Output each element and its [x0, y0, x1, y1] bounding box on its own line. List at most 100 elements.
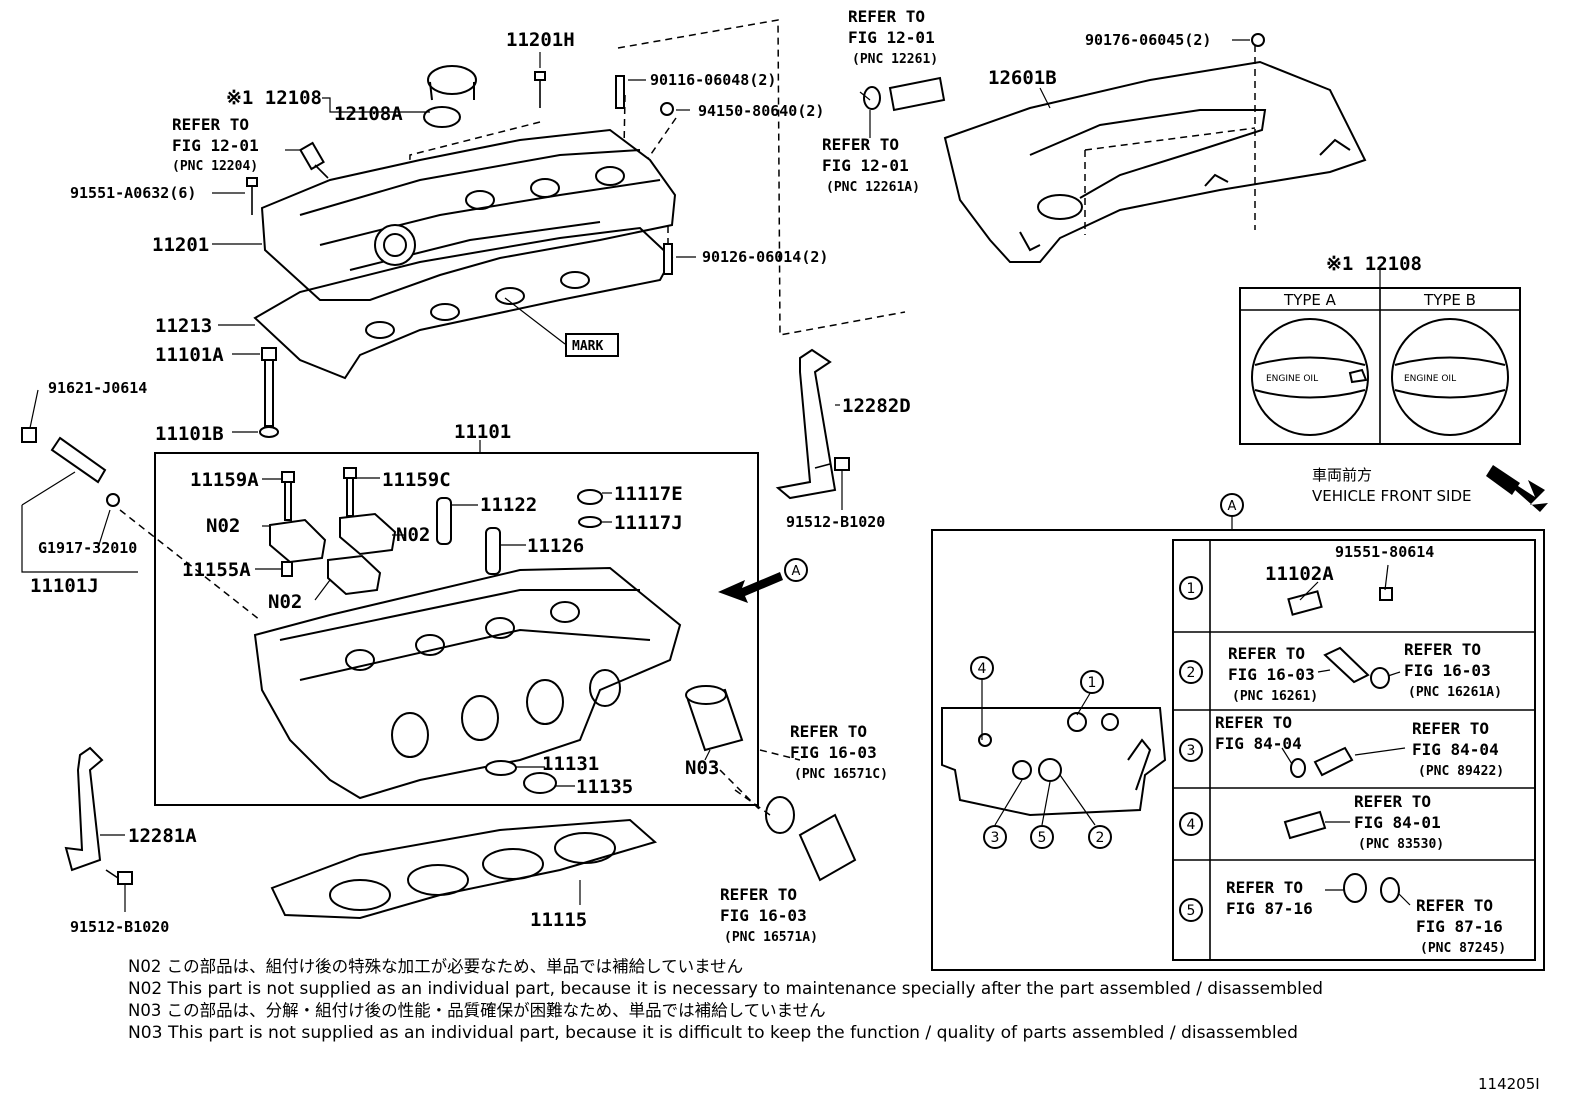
detail-r2-l1[interactable]: REFER TO [1228, 644, 1305, 663]
label-90116[interactable]: 90116-06048(2) [650, 71, 776, 89]
detail-r5-l1[interactable]: REFER TO [1226, 878, 1303, 897]
sensor-12204[interactable] [299, 141, 329, 179]
washer-11101B[interactable] [259, 426, 279, 438]
hose-16261[interactable] [1323, 646, 1390, 689]
ref-12261-l1[interactable]: REFER TO [848, 7, 925, 26]
detail-r5-r1[interactable]: REFER TO [1416, 896, 1493, 915]
head-bolt-11101A[interactable] [261, 347, 277, 427]
label-11213[interactable]: 11213 [155, 315, 212, 337]
detail-r4-r2[interactable]: FIG 84-01 [1354, 813, 1441, 832]
detail-r4-r1[interactable]: REFER TO [1354, 792, 1431, 811]
label-11117E[interactable]: 11117E [614, 483, 683, 505]
sensor-83530[interactable] [1283, 810, 1327, 840]
nut-90176[interactable] [1251, 33, 1265, 47]
label-12601B[interactable]: 12601B [988, 67, 1057, 89]
detail-r3-r1[interactable]: REFER TO [1412, 719, 1489, 738]
detail-r2-r1[interactable]: REFER TO [1404, 640, 1481, 659]
label-11101[interactable]: 11101 [454, 421, 511, 443]
label-11159C[interactable]: 11159C [382, 469, 451, 491]
detail-r3-r3: (PNC 89422) [1418, 764, 1504, 779]
stud-90116[interactable] [615, 75, 625, 109]
head-cover-gasket[interactable] [253, 226, 674, 380]
cylinder-head[interactable] [253, 566, 682, 800]
detail-r5-r2[interactable]: FIG 87-16 [1416, 917, 1503, 936]
ref-16571C-l1[interactable]: REFER TO [790, 722, 867, 741]
label-91621[interactable]: 91621-J0614 [48, 379, 147, 397]
engine-hanger-12282D[interactable] [775, 348, 837, 500]
oil-pressure-switch-11102A[interactable] [1287, 587, 1393, 616]
label-11101A[interactable]: 11101A [155, 344, 224, 366]
label-N02-a[interactable]: N02 [206, 515, 240, 537]
label-11201[interactable]: 11201 [152, 234, 209, 256]
hose-87245[interactable] [1343, 873, 1400, 903]
label-11135[interactable]: 11135 [576, 776, 633, 798]
plug-11117E[interactable] [577, 489, 603, 505]
ref-16571A-l2[interactable]: FIG 16-03 [720, 906, 807, 925]
tube-11122[interactable] [436, 497, 452, 545]
bolt-91551-A0632[interactable] [246, 177, 258, 215]
engine-top-cover[interactable] [943, 60, 1367, 263]
bolt-11159C[interactable] [343, 467, 357, 479]
bolt-11201H[interactable] [534, 71, 546, 108]
label-12108A[interactable]: 12108A [334, 103, 403, 125]
label-G1917[interactable]: G1917-32010 [38, 539, 137, 557]
ref-12204-l1[interactable]: REFER TO [172, 115, 249, 134]
gasket-11117J[interactable] [578, 516, 602, 528]
pin-11155A[interactable] [281, 561, 293, 577]
bolt-91512-B1020-b[interactable] [105, 869, 133, 885]
camshaft-bearing-cap[interactable] [269, 512, 397, 596]
label-N03[interactable]: N03 [685, 757, 719, 779]
label-91551-A0632[interactable]: 91551-A0632(6) [70, 184, 196, 202]
label-91512-a[interactable]: 91512-B1020 [786, 513, 885, 531]
label-11201H[interactable]: 11201H [506, 29, 575, 51]
cap-table-title[interactable]: ※1 12108 [1326, 253, 1422, 275]
cylinder-head-gasket[interactable] [270, 818, 658, 920]
label-11117J[interactable]: 11117J [614, 512, 683, 534]
label-11101J[interactable]: 11101J [30, 575, 99, 597]
label-11131[interactable]: 11131 [542, 753, 599, 775]
hose-16571[interactable] [765, 796, 857, 882]
detail-r2-l2[interactable]: FIG 16-03 [1228, 665, 1315, 684]
hose-12261[interactable] [863, 76, 946, 112]
stud-90126[interactable] [663, 243, 673, 275]
ref-16571A-l1[interactable]: REFER TO [720, 885, 797, 904]
label-90126[interactable]: 90126-06014(2) [702, 248, 828, 266]
ref-16571C-l2[interactable]: FIG 16-03 [790, 743, 877, 762]
label-12108[interactable]: ※1 12108 [226, 87, 322, 109]
detail-pn-11102A[interactable]: 11102A [1265, 563, 1334, 585]
detail-r5-l2[interactable]: FIG 87-16 [1226, 899, 1313, 918]
label-11155A[interactable]: 11155A [182, 559, 251, 581]
label-12281A[interactable]: 12281A [128, 825, 197, 847]
label-11159A[interactable]: 11159A [190, 469, 259, 491]
ref-12261A-l2[interactable]: FIG 12-01 [822, 156, 909, 175]
label-12282D[interactable]: 12282D [842, 395, 911, 417]
nut-94150[interactable] [660, 102, 674, 116]
ref-12204-l2[interactable]: FIG 12-01 [172, 136, 259, 155]
seal-11135[interactable] [523, 772, 557, 794]
label-N02-b[interactable]: N02 [396, 524, 430, 546]
label-11101B[interactable]: 11101B [155, 423, 224, 445]
bolt-11159A[interactable] [281, 471, 295, 483]
engine-hanger-12281A[interactable] [64, 746, 104, 872]
oil-filler-cap[interactable] [423, 65, 477, 128]
tube-11126[interactable] [485, 527, 501, 575]
gasket-11131[interactable] [485, 760, 517, 776]
detail-r2-r2[interactable]: FIG 16-03 [1404, 661, 1491, 680]
label-91512-b[interactable]: 91512-B1020 [70, 918, 169, 936]
detail-pn-91551[interactable]: 91551-80614 [1335, 543, 1434, 561]
label-N02-c[interactable]: N02 [268, 591, 302, 613]
label-11126[interactable]: 11126 [527, 535, 584, 557]
ref-12261-l2[interactable]: FIG 12-01 [848, 28, 935, 47]
label-90176[interactable]: 90176-06045(2) [1085, 31, 1211, 49]
cylinder-head-cover[interactable] [260, 128, 677, 301]
water-pipe-N03[interactable] [685, 685, 744, 752]
label-94150[interactable]: 94150-80640(2) [698, 102, 824, 120]
oil-control-valve[interactable] [21, 427, 120, 507]
detail-r3-l2[interactable]: FIG 84-04 [1215, 734, 1302, 753]
sensor-89422[interactable] [1290, 746, 1354, 778]
ref-12261A-l1[interactable]: REFER TO [822, 135, 899, 154]
detail-r3-r2[interactable]: FIG 84-04 [1412, 740, 1499, 759]
label-11122[interactable]: 11122 [480, 494, 537, 516]
detail-r3-l1[interactable]: REFER TO [1215, 713, 1292, 732]
label-11115[interactable]: 11115 [530, 909, 587, 931]
